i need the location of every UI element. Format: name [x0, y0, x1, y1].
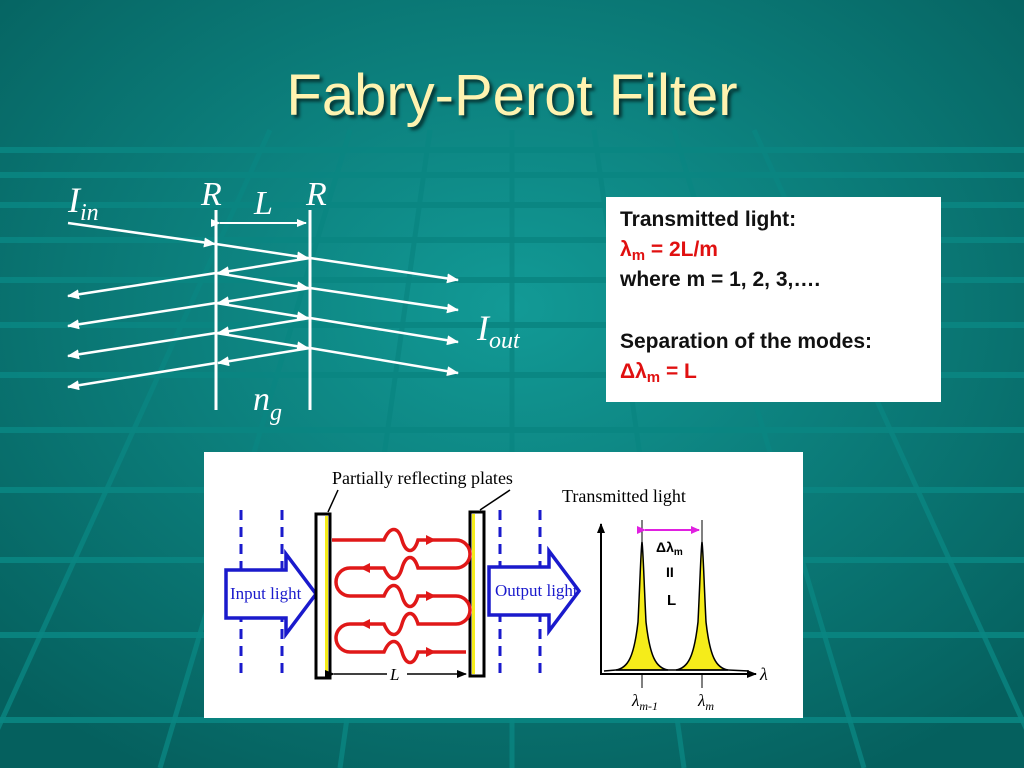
- input-arrow-icon: [224, 548, 319, 640]
- output-arrow-icon: [487, 545, 582, 637]
- peak-m: [675, 541, 729, 671]
- cavity-length-label: L: [389, 665, 399, 684]
- internal-rays: [215, 242, 311, 367]
- cavity-diagram: Input light Output light Partially refle…: [224, 468, 768, 713]
- cavity-wave: [332, 527, 472, 665]
- peak-m-label: λm: [697, 691, 714, 713]
- transmitted-light-label: Transmitted light: [562, 486, 686, 506]
- incident-ray: [67, 221, 216, 248]
- wavefront-lines: [239, 510, 542, 677]
- separation-heading: Separation of the modes:: [620, 330, 873, 353]
- peak-m-1-label: λm-1: [631, 691, 658, 713]
- r-right-label: R: [305, 176, 327, 213]
- lambda-axis-label: λ: [759, 664, 768, 684]
- transmitted-rays: [309, 256, 459, 377]
- transmission-info-box: Transmitted light: λm = 2L/m where m = 1…: [606, 197, 941, 402]
- delta-formula: Δλm = L: [620, 360, 697, 386]
- transmitted-heading: Transmitted light:: [620, 208, 797, 231]
- cavity-diagram-panel: Input light Output light Partially refle…: [204, 452, 803, 718]
- i-in-label: Iin: [67, 180, 99, 226]
- equals-glyph: II: [666, 564, 674, 580]
- peak-m-1: [615, 541, 669, 671]
- lambda-formula: λm = 2L/m: [620, 238, 718, 264]
- output-light-label: Output light: [495, 581, 578, 600]
- reflected-rays: [67, 271, 217, 391]
- l-label: L: [253, 185, 273, 222]
- slide-title: Fabry-Perot Filter: [286, 63, 738, 128]
- ng-label: ng: [253, 381, 282, 426]
- where-line: where m = 1, 2, 3,….: [620, 268, 821, 291]
- r-left-label: R: [200, 176, 222, 213]
- ray-diagram: Iin R L R Iout ng: [67, 176, 521, 426]
- wave-direction-arrows: [360, 535, 436, 657]
- delta-lambda-label: Δλm: [656, 539, 683, 558]
- input-light-label: Input light: [230, 584, 302, 603]
- i-out-label: Iout: [476, 308, 521, 354]
- plates-label: Partially reflecting plates: [332, 468, 513, 488]
- delta-value-label: L: [667, 592, 676, 609]
